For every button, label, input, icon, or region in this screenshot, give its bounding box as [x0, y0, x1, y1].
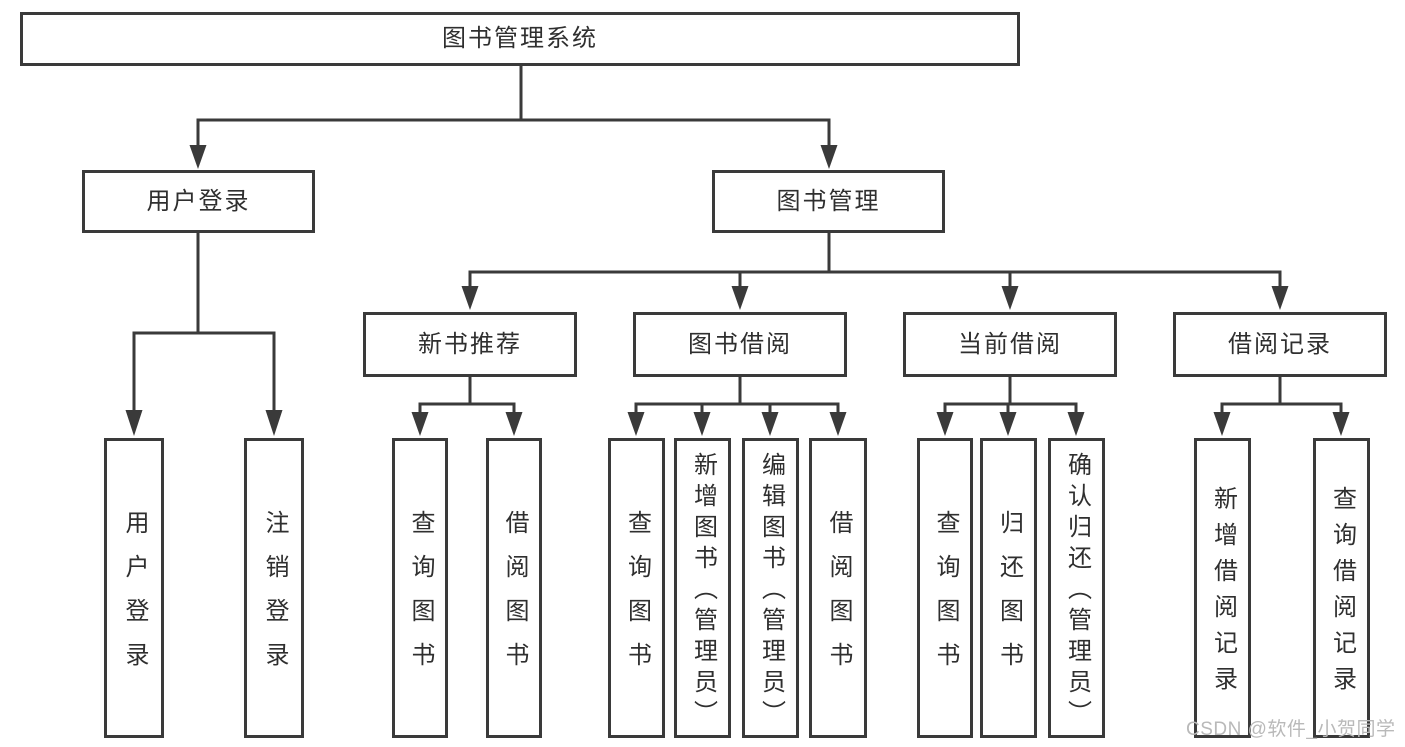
leaf-query-books-current: 查询图书: [917, 438, 973, 738]
node-label: 借阅图书: [825, 510, 852, 686]
node-user-login-branch: 用户登录: [82, 170, 315, 233]
leaf-edit-book-admin: 编辑图书（管理员）: [742, 438, 799, 738]
leaf-query-books-recommend: 查询图书: [392, 438, 448, 738]
node-label: 编辑图书（管理员）: [757, 452, 785, 731]
node-label: 借阅图书: [501, 510, 528, 686]
leaf-add-borrow-record: 新增借阅记录: [1194, 438, 1251, 738]
node-label: 归还图书: [995, 510, 1023, 686]
node-label: 查询借阅记录: [1328, 486, 1356, 702]
leaf-confirm-return-admin: 确认归还（管理员）: [1048, 438, 1105, 738]
node-label: 借阅记录: [1228, 330, 1332, 358]
leaf-user-login: 用户登录: [104, 438, 164, 738]
node-label: 新增借阅记录: [1209, 486, 1237, 702]
node-book-management-branch: 图书管理: [712, 170, 945, 233]
node-current-borrowing: 当前借阅: [903, 312, 1117, 377]
leaf-return-book: 归还图书: [980, 438, 1037, 738]
node-label: 用户登录: [121, 510, 148, 686]
node-library-management-system: 图书管理系统: [20, 12, 1020, 66]
node-label: 图书借阅: [688, 330, 792, 358]
node-label: 当前借阅: [958, 330, 1062, 358]
leaf-logout: 注销登录: [244, 438, 304, 738]
node-label: 注销登录: [261, 510, 288, 686]
leaf-borrow-books-recommend: 借阅图书: [486, 438, 542, 738]
leaf-query-books-borrow: 查询图书: [608, 438, 665, 738]
leaf-query-borrow-record: 查询借阅记录: [1313, 438, 1370, 738]
csdn-watermark: CSDN @软件_小贺同学: [1186, 719, 1396, 740]
node-new-book-recommend: 新书推荐: [363, 312, 577, 377]
node-book-borrowing: 图书借阅: [633, 312, 847, 377]
node-label: 新书推荐: [418, 330, 522, 358]
node-borrowing-records: 借阅记录: [1173, 312, 1387, 377]
node-label: 图书管理: [776, 187, 881, 215]
node-label: 用户登录: [146, 187, 251, 215]
node-label: 查询图书: [407, 510, 434, 686]
node-label: 查询图书: [932, 510, 959, 686]
leaf-borrow-books: 借阅图书: [809, 438, 867, 738]
node-label: 新增图书（管理员）: [689, 452, 717, 731]
node-label: 查询图书: [623, 510, 651, 686]
node-label: 确认归还（管理员）: [1063, 452, 1091, 731]
node-label: 图书管理系统: [442, 25, 598, 52]
leaf-add-book-admin: 新增图书（管理员）: [674, 438, 731, 738]
